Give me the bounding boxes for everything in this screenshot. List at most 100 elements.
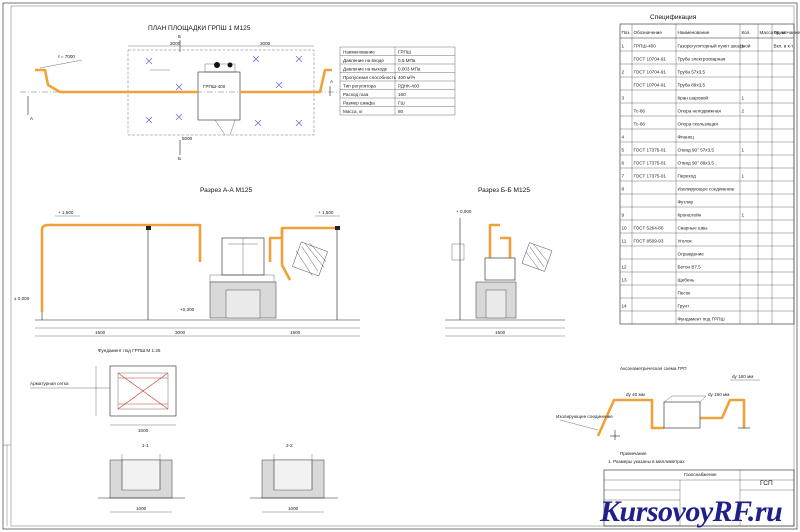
spec-cell: Труба 57х3,5 <box>678 70 706 75</box>
bb-pipe-2 <box>500 236 512 258</box>
svg-text:2-2: 2-2 <box>286 443 293 448</box>
spec-cell: ГОСТ 17375-01 <box>634 161 667 166</box>
section-bb: + 0,000 1500 <box>445 209 565 337</box>
spec-cell: Тс-66 <box>634 122 646 127</box>
spec-cell: 13 <box>622 278 628 283</box>
svg-text:+ 1,500: + 1,500 <box>318 210 334 215</box>
spec-cell: 12 <box>622 265 628 270</box>
foundation-section-2: 2-2 1000 <box>250 443 338 513</box>
legend-cell-name: Пропускная способность <box>343 75 397 80</box>
section-aa-title: Разрез А-А М125 <box>200 187 252 194</box>
spec-header-cell: Обозначение <box>634 30 663 35</box>
foundation-plan: Фундамент под ГРПШ М 1:25 1000 Арматурна… <box>30 348 177 433</box>
svg-text:Изолирующее соединение: Изолирующее соединение <box>556 414 613 419</box>
axon-pipe-in <box>596 398 664 437</box>
spec-cell: Отвод 90° 57х3,5 <box>678 148 715 153</box>
spec-cell: 2 <box>742 109 745 114</box>
svg-text:1000: 1000 <box>288 506 299 511</box>
legend-cell-value: 160 <box>398 92 406 97</box>
grp-cabinet-axon <box>663 401 701 429</box>
notes-title: Примечание <box>620 451 647 456</box>
spec-cell: Бетон В7,5 <box>678 265 702 270</box>
legend-cell-value: 400 м³/ч <box>398 75 416 80</box>
legend-cell-name: Наименование <box>343 49 375 54</box>
spec-cell: 10 <box>622 226 628 231</box>
spec-header-cell: Поз. <box>622 30 631 35</box>
spec-cell: 2 <box>622 70 625 75</box>
legend-cell-value: 80 <box>398 109 404 114</box>
plan-view: 3000 3000 Б Б А А ГРПШ-400 <box>20 34 340 161</box>
legend-cell-name: Размер шкафа <box>343 100 375 105</box>
plan-pipe-in <box>35 68 198 94</box>
svg-text:5000: 5000 <box>182 136 193 141</box>
spec-cell: Тс-66 <box>634 109 646 114</box>
binding-strip <box>3 444 11 526</box>
spec-header-cell: Кол. <box>742 30 751 35</box>
legend-cell-name: Давление на выходе <box>343 66 388 71</box>
plan-title: ПЛАН ПЛОЩАДКИ ГРПШ 1 М125 <box>148 25 251 32</box>
svg-text:1000: 1000 <box>136 506 147 511</box>
spec-cell: Ограждение <box>678 252 705 257</box>
grp-label-plan: ГРПШ-400 <box>203 84 226 89</box>
legend-cell-value: РДНК-400 <box>398 83 420 88</box>
legend-cell-value: 0,6 МПа <box>398 58 416 63</box>
legend-cell-value: 0,003 МПа <box>398 66 421 71</box>
bb-pipe-1 <box>488 223 500 258</box>
spec-cell: Уголок <box>678 239 693 244</box>
svg-text:Фундамент под ГРПШ М 1:25: Фундамент под ГРПШ М 1:25 <box>98 348 161 353</box>
spec-cell: ГОСТ 8509-93 <box>634 239 664 244</box>
spec-cell: Щебень <box>678 278 695 283</box>
aa-fence-panel <box>292 241 328 277</box>
spec-cell: Фундамент под ГРПШ <box>678 317 725 322</box>
spec-cell: Футляр <box>678 200 694 205</box>
spec-header-cell: Наименование <box>678 30 710 35</box>
spec-cell: Труба электросварная <box>678 57 726 62</box>
spec-cell: 1 <box>742 213 745 218</box>
spec-cell: 9 <box>622 213 625 218</box>
spec-cell: Кран шаровой <box>678 95 709 101</box>
spec-cell: 7 <box>622 174 625 179</box>
spec-cell: Кронштейн <box>678 212 702 218</box>
plan-support-marks <box>145 55 303 127</box>
svg-text:3000: 3000 <box>175 330 186 335</box>
spec-cell: ГОСТ 5264-80 <box>634 226 664 231</box>
stamp-title: ГСП <box>760 480 773 487</box>
axon-title: Аксонометрическая схема ГРП <box>620 366 687 371</box>
legend-cell-value: ГШ <box>398 100 405 105</box>
spec-cell: Труба 89х3,5 <box>678 83 706 88</box>
legend-cell-name: Тип регулятора <box>343 83 376 88</box>
spec-cell: Сварные швы <box>678 226 708 231</box>
svg-text:3000: 3000 <box>170 41 181 46</box>
spec-cell: 1 <box>742 174 745 179</box>
plan-pipe-out <box>240 68 332 94</box>
spec-cell: Газорегуляторный пункт шкафной <box>678 43 751 49</box>
spec-cell: 1 <box>742 44 745 49</box>
spec-cell: 6 <box>622 161 625 166</box>
svg-text:1500: 1500 <box>495 330 506 335</box>
bb-fence-panel <box>521 242 553 272</box>
spec-cell: ГОСТ 17375-01 <box>634 148 667 153</box>
aa-pipe-in <box>40 223 202 312</box>
spec-cell: 3 <box>622 96 625 101</box>
spec-cell: 1 <box>742 148 745 153</box>
svg-text:1500: 1500 <box>290 330 301 335</box>
spec-cell: Песок <box>678 291 692 296</box>
legend-cell-name: Масса, кг <box>343 109 363 114</box>
spec-cell: ГОСТ 10704-91 <box>634 83 667 88</box>
legend-cell-name: Расход газа <box>343 92 369 97</box>
cut-b-bottom: Б <box>178 156 181 161</box>
spec-cell: Грунт <box>678 304 691 309</box>
spec-cell: ГРПШ-400 <box>634 44 657 49</box>
cut-a-left: А <box>30 116 34 121</box>
grp-cabinet-bb <box>484 257 516 281</box>
svg-text:1500: 1500 <box>95 330 106 335</box>
spec-cell: ГОСТ 17375-01 <box>634 174 667 179</box>
spec-cell: 1 <box>622 44 625 49</box>
svg-text:1-1: 1-1 <box>142 443 149 448</box>
spec-cell: Опора неподвижная <box>678 109 722 114</box>
